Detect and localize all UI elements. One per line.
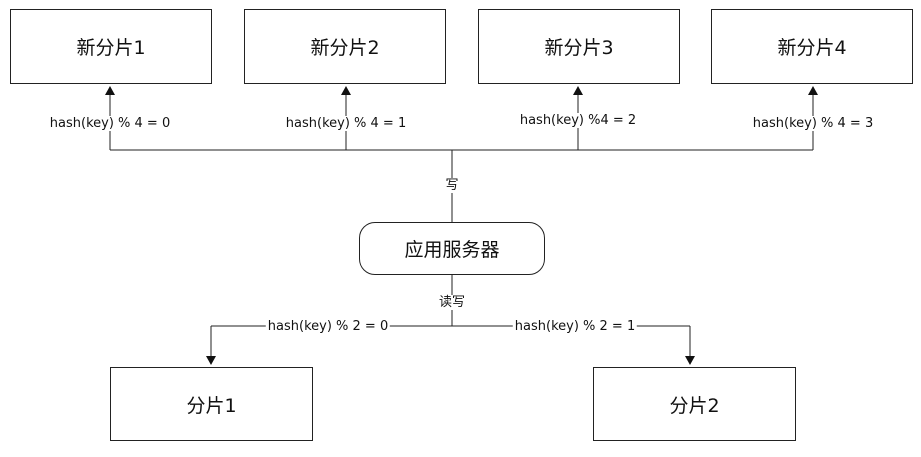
shard-1-box: 分片1 bbox=[110, 367, 313, 441]
app-server-box: 应用服务器 bbox=[359, 222, 545, 275]
new-shard-4-box: 新分片4 bbox=[711, 9, 913, 84]
new-shard-2-box: 新分片2 bbox=[244, 9, 446, 84]
new-shard-3-label: 新分片3 bbox=[544, 37, 614, 59]
edge-label-hash4-0: hash(key) % 4 = 0 bbox=[47, 116, 173, 131]
edge-label-hash2-0: hash(key) % 2 = 0 bbox=[265, 319, 391, 334]
edge-label-write: 写 bbox=[443, 178, 461, 193]
edge-label-hash4-2: hash(key) %4 = 2 bbox=[517, 113, 639, 128]
edge-label-hash4-1: hash(key) % 4 = 1 bbox=[283, 116, 409, 131]
new-shard-1-box: 新分片1 bbox=[10, 9, 212, 84]
app-server-label: 应用服务器 bbox=[404, 239, 500, 261]
new-shard-2-label: 新分片2 bbox=[310, 37, 380, 59]
new-shard-3-box: 新分片3 bbox=[478, 9, 680, 84]
edge-label-read-write: 读写 bbox=[436, 295, 468, 310]
shard-1-label: 分片1 bbox=[186, 394, 237, 417]
edge-label-hash4-3: hash(key) % 4 = 3 bbox=[750, 116, 876, 131]
new-shard-4-label: 新分片4 bbox=[777, 37, 847, 59]
edge-label-hash2-1: hash(key) % 2 = 1 bbox=[512, 319, 638, 334]
shard-2-box: 分片2 bbox=[593, 367, 796, 441]
shard-2-label: 分片2 bbox=[669, 394, 720, 417]
new-shard-1-label: 新分片1 bbox=[76, 37, 146, 59]
